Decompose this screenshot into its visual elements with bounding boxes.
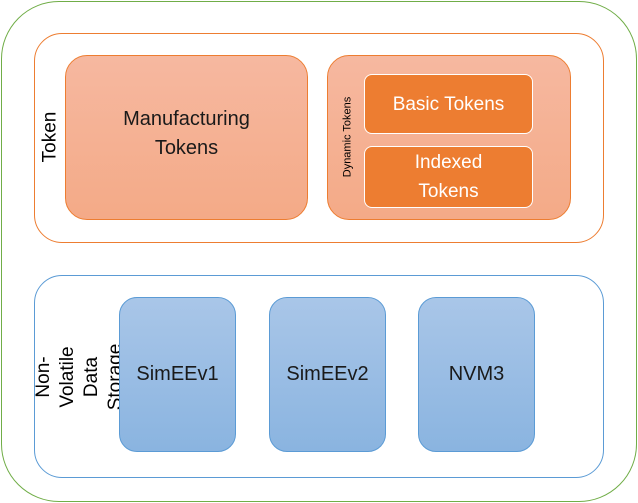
manufacturing-tokens-box: Manufacturing Tokens — [65, 55, 308, 220]
storage-label-text: Non-Volatile Data Storage — [33, 343, 126, 411]
nvm3-label: NVM3 — [448, 363, 505, 385]
basic-tokens-box: Basic Tokens — [364, 74, 533, 134]
token-label-text: Token — [39, 111, 61, 163]
nvm3-box: NVM3 — [418, 297, 535, 452]
storage-panel-label: Non-Volatile Data Storage — [33, 282, 126, 472]
token-panel-label: Token — [32, 104, 68, 170]
indexed-tokens-label: Indexed Tokens — [414, 152, 483, 202]
simeev2-label: SimEEv2 — [286, 363, 369, 385]
manufacturing-tokens-label: Manufacturing Tokens — [123, 107, 250, 159]
indexed-tokens-box: Indexed Tokens — [364, 146, 533, 208]
simeev1-label: SimEEv1 — [136, 363, 219, 385]
dynamic-tokens-label-text: Dynamic Tokens — [341, 96, 353, 178]
simeev2-box: SimEEv2 — [269, 297, 386, 452]
simeev1-box: SimEEv1 — [119, 297, 236, 452]
basic-tokens-label: Basic Tokens — [392, 93, 505, 115]
dynamic-tokens-label: Dynamic Tokens — [333, 70, 361, 204]
